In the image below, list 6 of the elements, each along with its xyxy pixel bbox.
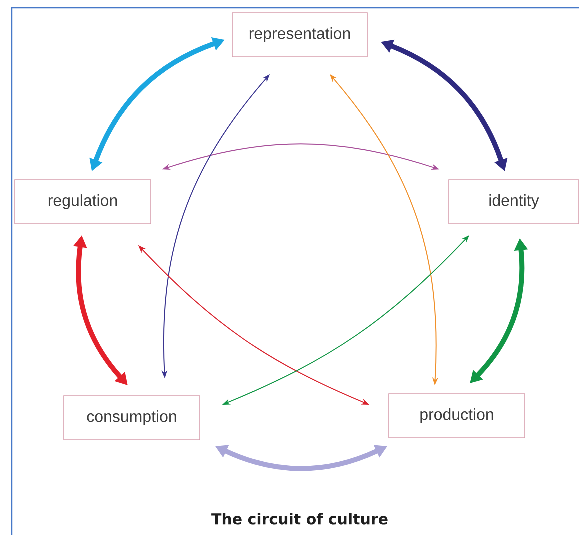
concept-box: identity <box>448 180 579 224</box>
concept-box: production <box>388 394 526 438</box>
concept-box: representation <box>232 12 368 58</box>
concept-box: consumption <box>64 396 200 440</box>
concept-box: regulation <box>14 180 152 224</box>
caption: The circuit of culture <box>212 513 388 525</box>
